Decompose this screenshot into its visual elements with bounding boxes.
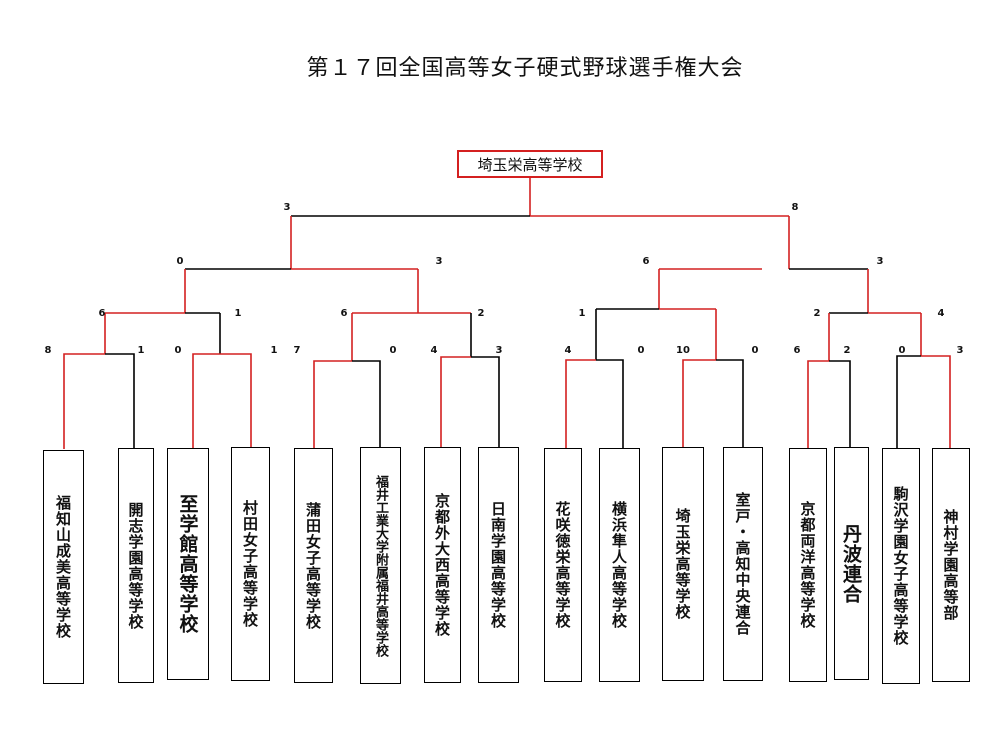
score-qf1-right: 1 [234,308,242,319]
score-r1-8: 3 [495,345,503,356]
team-name: 横浜隼人高等学校 [610,501,628,629]
score-final-right: 8 [791,202,799,213]
score-r1-9: 4 [564,345,572,356]
team-name: 京都両洋高等学校 [798,501,817,629]
team-name: 丹波連合 [840,523,862,604]
bracket-line [807,360,829,449]
score-r1-3: 0 [174,345,182,356]
score-r1-10: 0 [637,345,645,356]
team-box: 駒沢学園女子高等学校 [882,448,920,684]
bracket-line [313,360,352,449]
team-name: 室戸・高知中央連合 [733,492,752,636]
score-r1-11: 10 [676,345,690,356]
team-name: 至学館高等学校 [176,494,199,634]
bracket-line [352,360,381,449]
bracket-line [829,360,851,449]
team-box: 花咲徳栄高等学校 [544,448,582,682]
bracket-line [220,353,252,449]
bracket-line [105,353,135,449]
team-name: 蒲田女子高等学校 [304,501,322,630]
team-box: 蒲田女子高等学校 [294,448,333,683]
team-box: 埼玉栄高等学校 [662,447,704,681]
team-box: 丹波連合 [834,447,869,680]
team-box: 福井工業大学附属福井高等学校 [360,447,401,684]
score-r1-12: 0 [751,345,759,356]
score-sf2-right: 3 [876,256,884,267]
team-box: 京都両洋高等学校 [789,448,827,682]
score-r1-2: 1 [137,345,145,356]
score-r1-14: 2 [843,345,851,356]
bracket-line [192,353,220,449]
team-box: 至学館高等学校 [167,448,209,680]
score-r1-6: 0 [389,345,397,356]
champion-name: 埼玉栄高等学校 [477,155,583,174]
score-r1-7: 4 [430,345,438,356]
score-qf2-right: 2 [477,308,485,319]
team-name: 開志学園高等学校 [126,501,145,630]
bracket-line [471,356,500,449]
bracket-line [63,353,105,449]
score-r1-15: 0 [898,345,906,356]
score-qf4-left: 2 [813,308,821,319]
team-name: 福知山成美高等学校 [54,495,72,639]
team-name: 村田女子高等学校 [241,500,259,628]
team-box: 日南学園高等学校 [478,447,519,683]
team-box: 神村学園高等部 [932,448,970,682]
team-name: 駒沢学園女子高等学校 [891,486,910,646]
team-box: 京都外大西高等学校 [424,447,461,683]
bracket-line [440,356,471,449]
team-name: 花咲徳栄高等学校 [553,501,572,629]
score-sf1-right: 3 [435,256,443,267]
team-name: 神村学園高等部 [941,509,960,621]
score-qf4-right: 4 [937,308,945,319]
team-name: 埼玉栄高等学校 [673,508,692,620]
team-box: 村田女子高等学校 [231,447,270,681]
score-sf1-left: 0 [176,256,184,267]
team-box: 開志学園高等学校 [118,448,154,683]
team-box: 横浜隼人高等学校 [599,448,640,682]
team-name: 日南学園高等学校 [489,501,507,629]
bracket-line [716,359,744,449]
bracket-line [565,359,596,449]
team-name: 福井工業大学附属福井高等学校 [373,474,388,657]
score-qf1-left: 6 [98,308,106,319]
score-r1-1: 8 [44,345,52,356]
score-r1-16: 3 [956,345,964,356]
champion-box: 埼玉栄高等学校 [457,150,603,178]
score-sf2-left: 6 [642,256,650,267]
team-box: 福知山成美高等学校 [43,450,84,684]
team-box: 室戸・高知中央連合 [723,447,763,681]
bracket-line [596,359,624,449]
score-qf3-left: 1 [578,308,586,319]
bracket-line [921,355,951,449]
page-title: 第１７回全国高等女子硬式野球選手権大会 [306,56,744,81]
score-r1-4: 1 [270,345,278,356]
score-r1-13: 6 [793,345,801,356]
score-r1-5: 7 [293,345,301,356]
score-qf2-left: 6 [340,308,348,319]
bracket-line [682,359,716,449]
score-final-left: 3 [283,202,291,213]
bracket-line [896,355,921,449]
team-name: 京都外大西高等学校 [433,493,451,637]
